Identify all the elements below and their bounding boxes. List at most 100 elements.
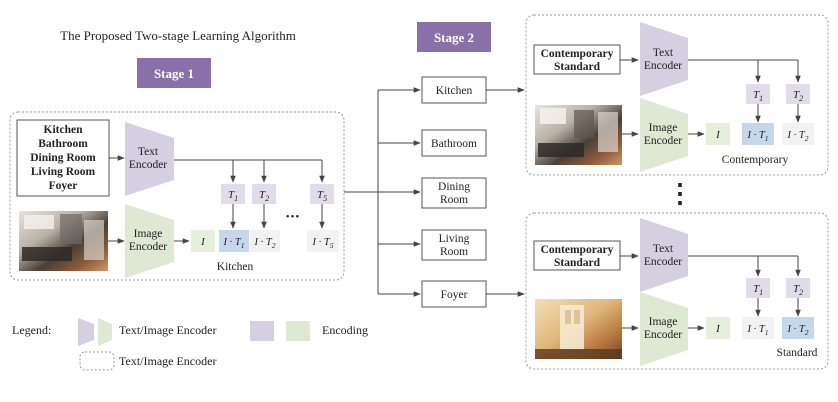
room-living-l1: Living: [439, 233, 470, 245]
stage1-image-feature: [191, 230, 215, 252]
stage2-label: Stage 2: [434, 30, 474, 45]
top-text-encoder-l1: Text: [653, 47, 674, 59]
bottom-t1-label: T1: [753, 283, 763, 297]
room-bathroom: [421, 129, 487, 157]
top-image-feature: [706, 123, 730, 145]
top-t2: [786, 84, 810, 104]
legend-encoding-label: Encoding: [322, 323, 368, 337]
stage1-image-encoder-l1: Image: [134, 228, 163, 240]
top-style-l2: Standard: [554, 61, 601, 73]
stage1-t1-label: T1: [228, 189, 238, 203]
stage1-t5-label: T5: [317, 189, 327, 203]
bottom-product-2-label: I · T2: [787, 324, 809, 337]
stage1-t5: [310, 184, 334, 204]
stage1-text-encoder-l1: Text: [138, 146, 159, 158]
bottom-foyer-photo: [535, 299, 622, 359]
top-t1-label: T1: [753, 89, 763, 103]
top-product-1-label: I · T1: [747, 130, 769, 143]
top-image-feature-label: I: [715, 129, 721, 141]
legend-image-encoding-swatch: [286, 321, 310, 341]
legend-text-encoding-swatch: [250, 321, 274, 341]
legend-box-label: Text/Image Encoder: [119, 354, 216, 368]
top-product-2: [782, 123, 814, 145]
stage1-product-2: [250, 230, 280, 252]
stage1-image-encoder-l2: Encoder: [129, 241, 167, 253]
room-living: [421, 229, 487, 261]
room-foyer-label: Foyer: [441, 289, 468, 301]
stage1-product-1-label: I · T1: [223, 237, 245, 250]
class-list: Kitchen Bathroom Dining Room Living Room…: [30, 124, 96, 192]
room-living-l2: Room: [440, 246, 468, 258]
stage1-label: Stage 1: [154, 66, 194, 81]
bottom-t1: [746, 278, 770, 298]
top-image-encoder-l1: Image: [649, 122, 678, 134]
top-style-box: [533, 44, 621, 75]
bottom-image-feature: [706, 317, 730, 339]
stage2-badge: [417, 22, 491, 52]
bottom-t2-label: T2: [793, 283, 803, 297]
bottom-product-1-label: I · T1: [747, 324, 769, 337]
stage1-panel: [9, 111, 345, 281]
stage1-text-encoder: [125, 122, 174, 196]
panel-vertical-ellipsis: ⋮: [667, 179, 693, 208]
stage1-product-2-label: I · T2: [254, 237, 276, 250]
stage2-panel-top: [525, 14, 829, 176]
bottom-image-encoder: [640, 292, 688, 366]
room-bathroom-label: Bathroom: [431, 138, 477, 150]
stage1-image-encoder: [125, 204, 174, 278]
room-dining-l2: Room: [440, 194, 468, 206]
bottom-t2: [786, 278, 810, 298]
stage1-image-feature-label: I: [200, 236, 206, 248]
stage1-badge: [137, 58, 211, 88]
bottom-style-l2: Standard: [554, 257, 601, 269]
top-style-l1: Contemporary: [541, 48, 614, 60]
class-foyer: Foyer: [49, 180, 78, 192]
legend-text-encoder-swatch: [78, 318, 94, 346]
bottom-image-encoder-l2: Encoder: [644, 329, 682, 341]
top-t2-label: T2: [793, 89, 803, 103]
stage1-text-encoder-l2: Encoder: [129, 159, 167, 171]
legend-image-encoder-swatch: [98, 318, 112, 346]
legend-encoder-label: Text/Image Encoder: [119, 323, 216, 337]
stage1-product-5-label: I · T5: [312, 237, 334, 250]
top-text-encoder-l2: Encoder: [644, 60, 682, 72]
bottom-product-1: [742, 317, 774, 339]
top-product-2-label: I · T2: [787, 130, 809, 143]
bottom-caption: Standard: [777, 347, 818, 359]
room-dining: [421, 177, 487, 209]
top-image-encoder-l2: Encoder: [644, 135, 682, 147]
top-product-1: [742, 123, 774, 145]
stage1-product-5: [307, 230, 339, 252]
top-t1: [746, 84, 770, 104]
class-living-room: Living Room: [31, 166, 96, 178]
stage1-product-1: [219, 230, 249, 252]
legend-dashed-box-swatch: [79, 351, 115, 371]
room-kitchen-label: Kitchen: [436, 85, 473, 97]
class-dining-room: Dining Room: [30, 152, 96, 164]
bottom-image-feature-label: I: [715, 323, 721, 335]
room-dining-l1: Dining: [438, 181, 470, 193]
top-image-encoder: [640, 98, 688, 172]
stage1-t2-label: T2: [259, 189, 269, 203]
stage1-t1: [221, 184, 245, 204]
top-caption: Contemporary: [722, 154, 789, 166]
bottom-text-encoder-l1: Text: [653, 243, 674, 255]
stage1-kitchen-photo: [19, 211, 108, 271]
class-kitchen: Kitchen: [44, 124, 84, 136]
bottom-style-l1: Contemporary: [541, 244, 614, 256]
stage2-panel-bottom: [525, 212, 829, 370]
top-kitchen-photo: [535, 105, 622, 165]
bottom-text-encoder-l2: Encoder: [644, 256, 682, 268]
stage1-t2: [252, 184, 276, 204]
bottom-image-encoder-l1: Image: [649, 316, 678, 328]
legend-label: Legend:: [12, 323, 51, 337]
stage1-caption: Kitchen: [217, 261, 254, 273]
stage1-ellipsis: •••: [286, 211, 301, 223]
room-kitchen: [421, 76, 487, 104]
figure-title: The Proposed Two-stage Learning Algorith…: [60, 28, 296, 43]
bottom-style-box: [533, 240, 621, 271]
bottom-product-2: [782, 317, 814, 339]
room-foyer: [421, 280, 487, 308]
class-bathroom: Bathroom: [38, 138, 88, 150]
